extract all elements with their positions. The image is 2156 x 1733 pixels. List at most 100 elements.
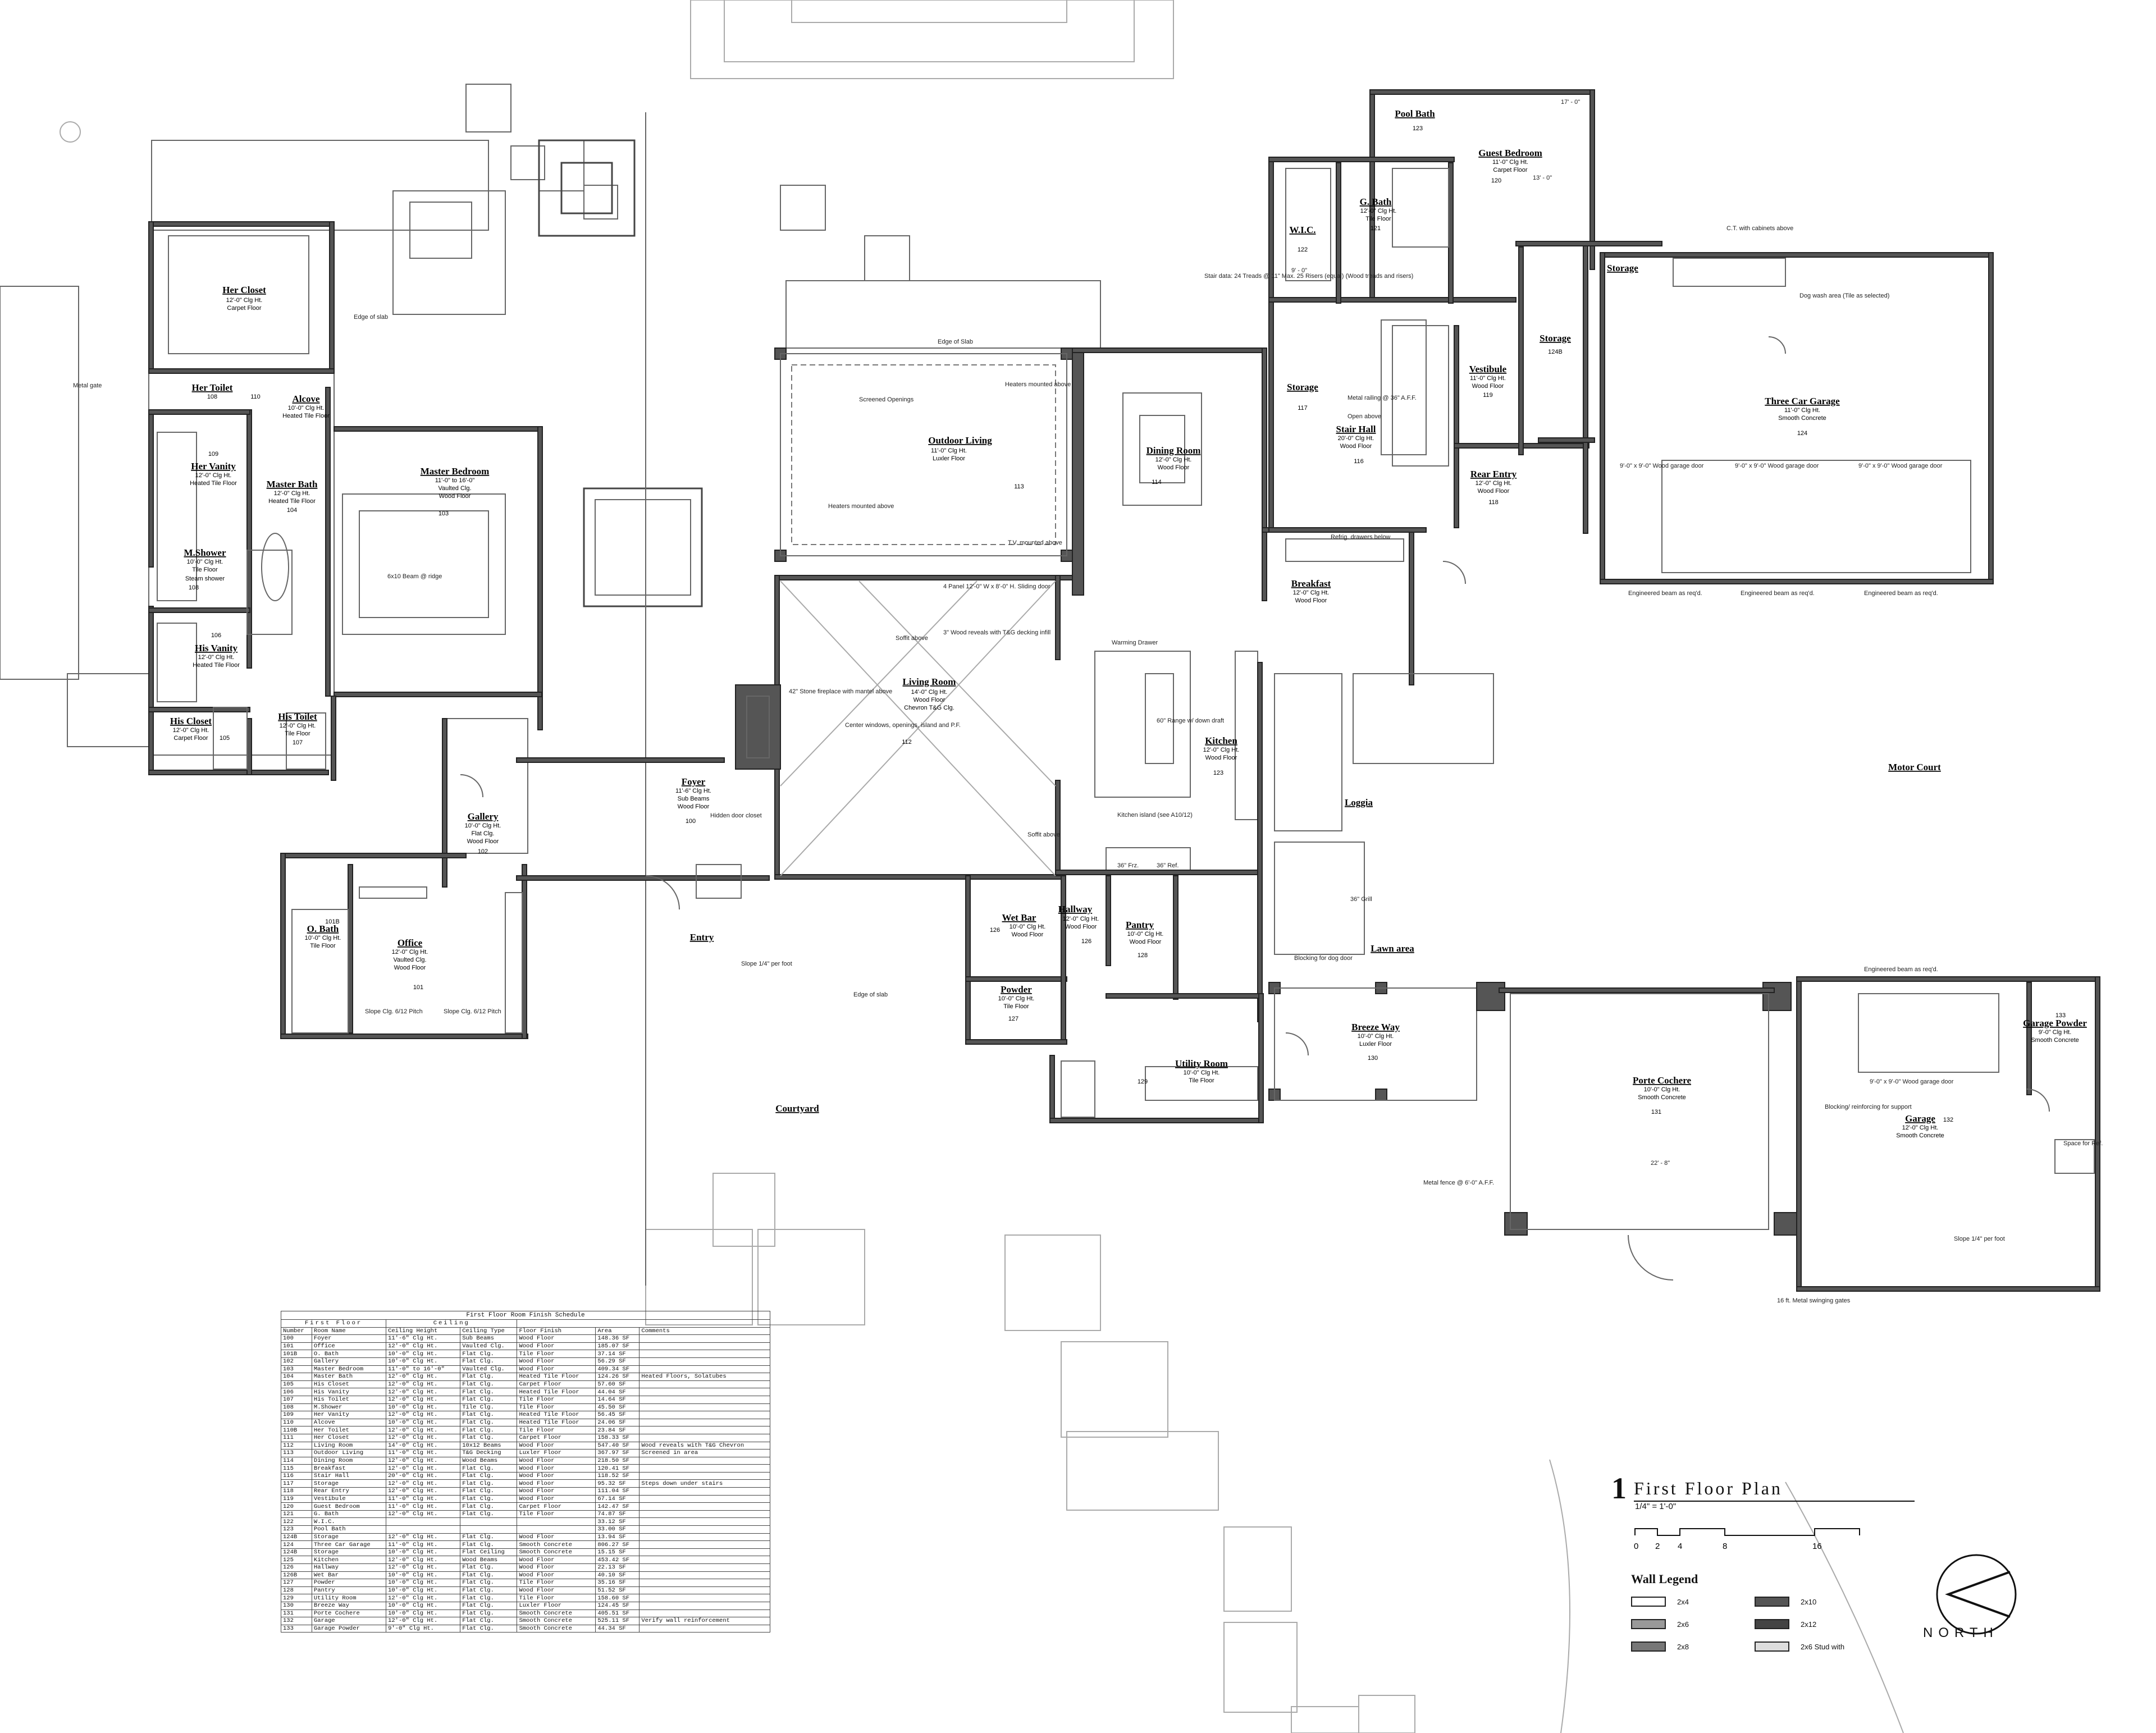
wall-legend-label: 2x6	[1677, 1620, 1689, 1629]
schedule-cell: Flat Clg.	[460, 1510, 518, 1519]
living-block-walls	[735, 347, 1267, 880]
room-number: 122	[1298, 246, 1308, 253]
schedule-cell: 95.32 SF	[595, 1479, 640, 1488]
schedule-cell: 367.97 SF	[595, 1449, 640, 1457]
scale-tick-label: 4	[1678, 1542, 1682, 1551]
office-gallery-walls	[280, 718, 770, 1039]
scale-tick-label: 8	[1723, 1542, 1727, 1551]
schedule-cell: Flat Clg.	[460, 1418, 518, 1427]
schedule-cell	[386, 1517, 461, 1526]
schedule-cell: Flat Clg.	[460, 1571, 518, 1580]
schedule-header: Comments	[639, 1327, 770, 1336]
schedule-cell: Tile Floor	[517, 1426, 596, 1434]
room-detail: Chevron T&G Clg.	[904, 705, 954, 711]
room-label: Foyer	[682, 776, 706, 787]
schedule-cell: 12'-0" Clg Ht.	[386, 1617, 461, 1625]
schedule-cell	[639, 1350, 770, 1358]
schedule-cell: 12'-0" Clg Ht.	[386, 1426, 461, 1434]
room-detail: 12'-0" Clg Ht.	[280, 723, 316, 729]
schedule-cell: 106	[281, 1388, 312, 1396]
note: Blocking/ reinforcing for support	[1825, 1104, 1912, 1110]
note: Metal railing @ 36" A.F.F.	[1347, 395, 1417, 401]
schedule-cell: 12'-0" Clg Ht.	[386, 1563, 461, 1572]
wall-legend-swatch	[1631, 1641, 1666, 1652]
schedule-cell: Flat Clg.	[460, 1494, 518, 1503]
schedule-cell: 409.34 SF	[595, 1365, 640, 1374]
schedule-cell: 118.52 SF	[595, 1471, 640, 1480]
schedule-cell: Storage	[311, 1479, 387, 1488]
schedule-cell: 14.64 SF	[595, 1395, 640, 1404]
schedule-cell: 110	[281, 1418, 312, 1427]
schedule-cell: 133	[281, 1624, 312, 1633]
schedule-cell	[386, 1525, 461, 1534]
schedule-cell: 57.60 SF	[595, 1380, 640, 1389]
schedule-cell: 15.15 SF	[595, 1548, 640, 1557]
schedule-cell: Tile Floor	[517, 1579, 596, 1587]
room-detail: 11'-0" Clg Ht.	[1492, 159, 1528, 166]
room-number: 132	[1943, 1117, 1953, 1123]
room-detail: Wood Floor	[1130, 939, 1162, 945]
schedule-cell: Heated Tile Floor	[517, 1418, 596, 1427]
schedule-cell: 56.29 SF	[595, 1357, 640, 1366]
schedule-cell: 109	[281, 1411, 312, 1419]
schedule-cell: Heated Tile Floor	[517, 1388, 596, 1396]
schedule-cell: Three Car Garage	[311, 1540, 387, 1549]
room-number: 130	[1368, 1055, 1378, 1062]
schedule-cell: Flat Clg.	[460, 1594, 518, 1602]
schedule-cell: Carpet Floor	[517, 1502, 596, 1511]
room-number: 126	[990, 927, 1000, 934]
schedule-cell: 130	[281, 1601, 312, 1610]
schedule-cell: Vaulted Clg.	[460, 1342, 518, 1351]
schedule-cell	[639, 1426, 770, 1434]
schedule-cell: 124.45 SF	[595, 1601, 640, 1610]
schedule-cell: 120	[281, 1502, 312, 1511]
schedule-cell: Flat Clg.	[460, 1464, 518, 1473]
schedule-cell: Her Toilet	[311, 1426, 387, 1434]
room-number: 128	[1138, 952, 1148, 959]
schedule-cell: 14'-0" Clg Ht.	[386, 1441, 461, 1450]
room-detail: Wood Floor	[394, 964, 426, 971]
schedule-cell: 118	[281, 1487, 312, 1496]
room-detail: 10'-0" Clg Ht.	[1644, 1086, 1680, 1093]
room-number: 123	[1413, 125, 1423, 132]
schedule-cell: Flat Clg.	[460, 1350, 518, 1358]
schedule-cell: 35.16 SF	[595, 1579, 640, 1587]
schedule-cell: Tile Floor	[517, 1510, 596, 1519]
room-detail: 12'-0" Clg Ht.	[226, 297, 263, 304]
note: T.V. mounted above	[1008, 539, 1062, 546]
schedule-cell: Verify wall reinforcement	[639, 1617, 770, 1625]
schedule-cell: 11'-0" Clg Ht.	[386, 1502, 461, 1511]
note: 9'-0" x 9'-0" Wood garage door	[1735, 463, 1819, 469]
note: Metal fence @ 6'-0" A.F.F.	[1423, 1179, 1494, 1186]
room-label: Her Toilet	[192, 382, 233, 393]
room-detail: 20'-0" Clg Ht.	[1338, 435, 1374, 442]
room-number: 108	[189, 584, 199, 591]
room-detail: Heated Tile Floor	[193, 662, 240, 669]
note: Space for Ref.	[2063, 1140, 2103, 1147]
schedule-cell: 12'-0" Clg Ht.	[386, 1411, 461, 1419]
room-detail: Vaulted Clg.	[438, 485, 471, 492]
schedule-cell: 128	[281, 1586, 312, 1595]
schedule-cell: Storage	[311, 1533, 387, 1542]
schedule-cell: Rear Entry	[311, 1487, 387, 1496]
schedule-cell: 12'-0" Clg Ht.	[386, 1373, 461, 1381]
schedule-group-blank	[517, 1319, 770, 1328]
note: 3" Wood reveals with T&G decking infill	[943, 629, 1050, 636]
schedule-cell: Wood Floor	[517, 1479, 596, 1488]
schedule-cell: Flat Ceiling	[460, 1548, 518, 1557]
schedule-cell: 101	[281, 1342, 312, 1351]
rear-wing-walls	[1268, 89, 1994, 584]
schedule-cell: 148.36 SF	[595, 1334, 640, 1343]
room-label: Storage	[1607, 263, 1638, 273]
north-label: NORTH	[1923, 1625, 1999, 1640]
schedule-cell: Wood Floor	[517, 1365, 596, 1374]
